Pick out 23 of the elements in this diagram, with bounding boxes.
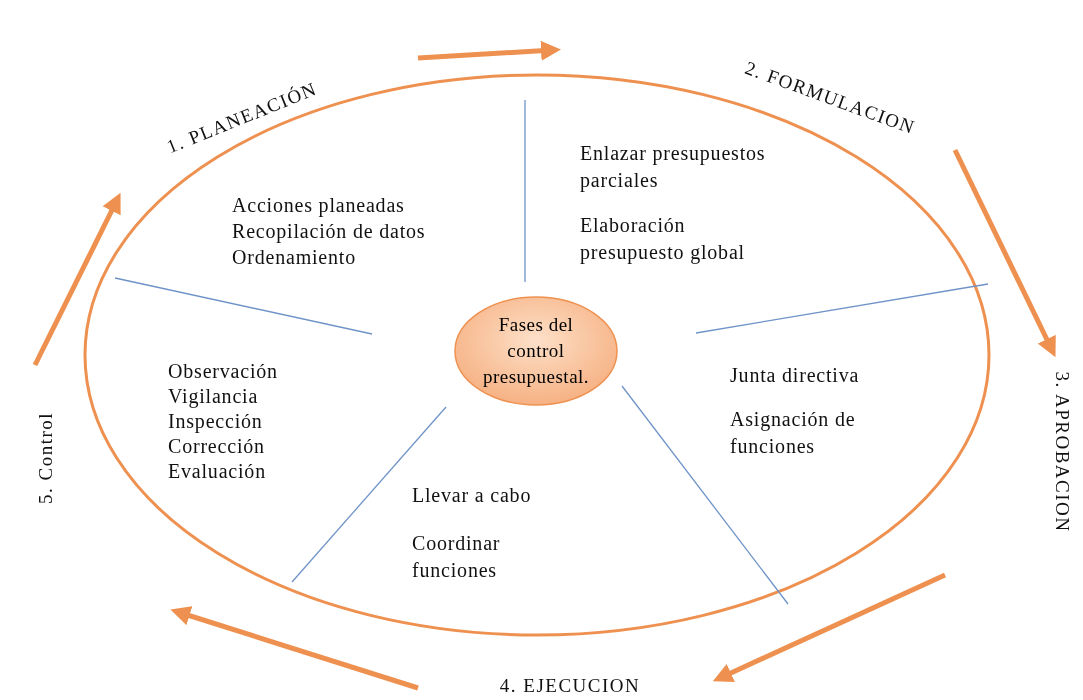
phase-heading: 5. Control: [35, 411, 57, 505]
phase-heading: 4. EJECUCION: [499, 675, 641, 697]
activity-text: Ordenamiento: [232, 245, 357, 270]
center-ellipse: Fases del control presupuestal.: [453, 295, 619, 407]
phase-heading: 3. APROBACION: [1051, 371, 1073, 533]
arrow: [952, 148, 1056, 358]
arrow: [712, 572, 947, 683]
activity-text: Enlazar presupuestos parciales: [580, 141, 767, 194]
activity-text: Asignación de funciones: [730, 407, 857, 459]
activity-text: Evaluación: [168, 459, 267, 484]
arrow: [32, 192, 121, 367]
activity-text: Acciones planeadas: [232, 193, 406, 219]
activity-text: Elaboración presupuesto global: [580, 213, 746, 266]
activity-text: Recopilación de datos: [232, 219, 427, 245]
activity-text: Coordinar funciones: [412, 531, 502, 583]
arrow: [170, 606, 419, 691]
arrow: [417, 40, 561, 61]
activity-text: Corrección: [168, 434, 266, 459]
activity-text: Junta directiva: [730, 363, 861, 388]
activity-text: Vigilancia: [168, 384, 260, 410]
activity-text: Llevar a cabo: [412, 483, 533, 508]
activity-text: Inspección: [168, 409, 264, 435]
activity-text: Observación: [168, 359, 279, 384]
